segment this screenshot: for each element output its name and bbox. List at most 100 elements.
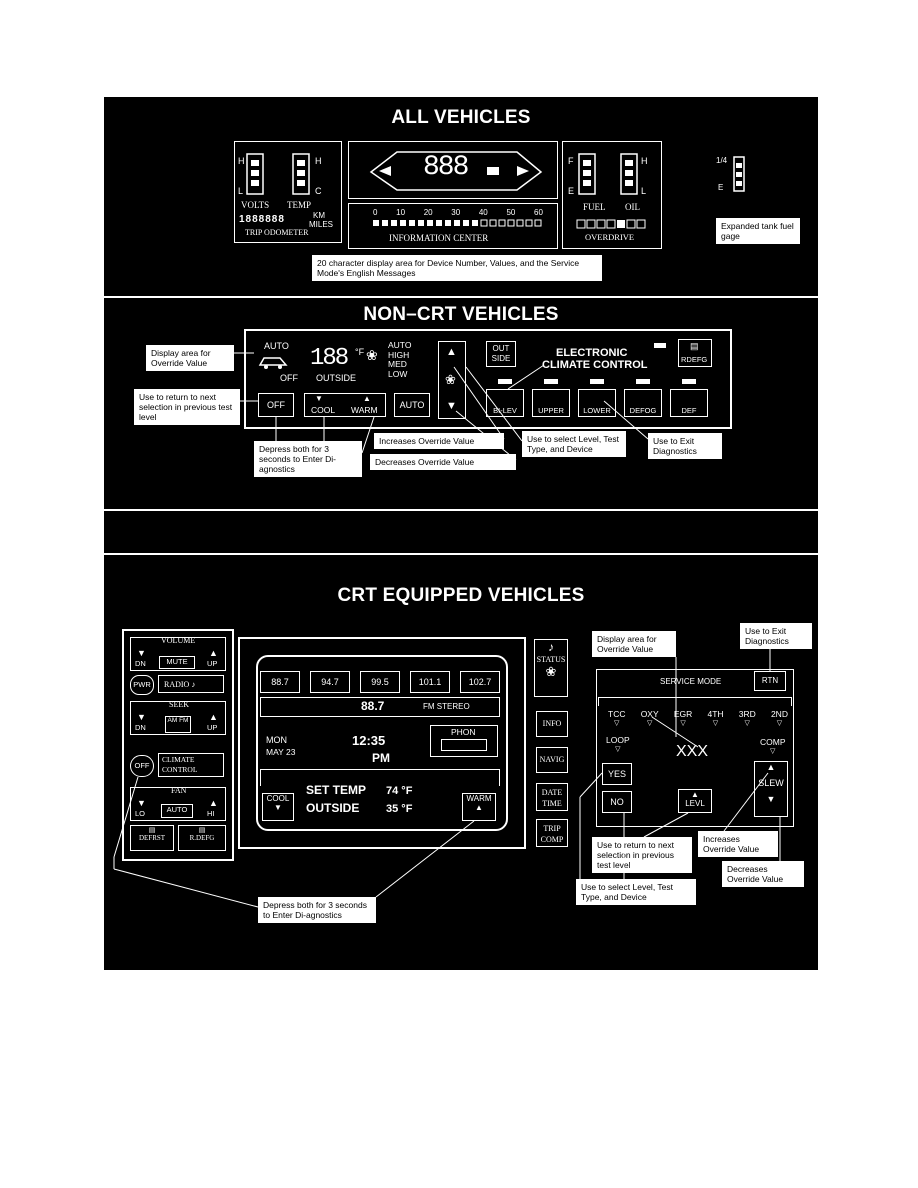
yes-button[interactable]: YES (602, 763, 632, 785)
time-label: 12:35 (352, 733, 386, 748)
date-time-button[interactable]: DATE TIME (536, 783, 568, 811)
miles-label: MILES (309, 220, 334, 229)
crt-callout-use-exit: Use to Exit Diagnostics (739, 622, 813, 650)
climate-control-button[interactable]: CLIMATE CONTROL (158, 753, 224, 777)
quarter-label: 1/4 (716, 156, 728, 165)
defrost-icon: ▤ (148, 826, 156, 834)
comp-label: COMP (760, 737, 786, 747)
seek-down-icon: ▼ (137, 712, 146, 722)
cool-down-icon: ▼ (315, 394, 323, 403)
rear-defog-button[interactable]: ▤ RDEFG (678, 339, 712, 367)
no-button[interactable]: NO (602, 791, 632, 813)
defrost-button[interactable]: ▤ DEFRST (130, 825, 174, 851)
fan-label: FAN (171, 786, 187, 795)
preset-3[interactable]: 99.5 (360, 671, 400, 693)
volume-down-icon: ▼ (137, 648, 146, 658)
service-item-tcc[interactable]: TCC▽ (608, 709, 625, 727)
bi-level-button[interactable]: BI-LEV (486, 389, 524, 417)
preset-5[interactable]: 102.7 (460, 671, 500, 693)
control-label: CONTROL (162, 765, 198, 774)
rear-defog-crt-button[interactable]: ▤ R.DEFG (178, 825, 226, 851)
fuel-oil-gauge: F E H L FUEL OIL OVERDRIVE (562, 141, 662, 249)
climate-auto-label: AUTO (264, 341, 289, 351)
levl-button[interactable]: ▲ LEVL (678, 789, 712, 813)
navig-button[interactable]: NAVIG (536, 747, 568, 773)
service-item-3rd[interactable]: 3RD▽ (739, 709, 756, 727)
oxy-marker-icon: ▽ (646, 720, 653, 727)
volume-up-icon: ▲ (209, 648, 218, 658)
fan-lo-label[interactable]: LO (135, 809, 146, 818)
car-icon (258, 357, 288, 369)
fm-stereo-label: FM STEREO (423, 702, 470, 711)
crt-cool-icon: ▼ (274, 803, 282, 812)
radio-button[interactable]: RADIO ♪ (158, 675, 224, 693)
crt-callout-depress-both: Depress both for 3 seconds to Enter Di-a… (257, 896, 377, 924)
am-fm-button[interactable]: AM FM (165, 716, 191, 733)
warm-label: WARM (351, 405, 378, 415)
phone-button[interactable]: PHON (430, 725, 498, 757)
service-item-4th[interactable]: 4TH▽ (707, 709, 723, 727)
auto-button[interactable]: AUTO (394, 393, 430, 417)
upper-button[interactable]: UPPER (532, 389, 570, 417)
crt-cool-label: COOL (266, 794, 290, 803)
loop-marker-icon: ▽ (615, 746, 621, 753)
defog-button[interactable]: DEFOG (624, 389, 662, 417)
volume-dn-label[interactable]: DN (135, 659, 146, 668)
lower-button[interactable]: LOWER (578, 389, 616, 417)
fan-updown-button[interactable]: ▲ ❀ ▼ (438, 341, 466, 419)
oil-h-label: H (641, 156, 648, 166)
rear-defog-icon: ▤ (690, 341, 699, 351)
crt-callout-display-area: Display area for Override Value (591, 630, 677, 658)
4th-label: 4TH (707, 709, 724, 719)
mute-button[interactable]: MUTE (159, 656, 195, 669)
fan-auto-button[interactable]: AUTO (161, 804, 193, 818)
callout-display-area: 20 character display area for Device Num… (311, 254, 603, 282)
trip-comp-button[interactable]: TRIP COMP (536, 819, 568, 847)
power-button[interactable]: PWR (130, 675, 154, 695)
slew-up-icon: ▲ (766, 762, 776, 772)
callout-depress-both: Depress both for 3 seconds to Enter Di-a… (253, 440, 363, 478)
rtn-button[interactable]: RTN (754, 671, 786, 691)
volume-up-label[interactable]: UP (207, 659, 218, 668)
service-item-egr[interactable]: EGR▽ (674, 709, 692, 727)
crt-warm-icon: ▲ (475, 803, 483, 812)
preset-1[interactable]: 88.7 (260, 671, 300, 693)
expanded-fuel-gage-graphic (733, 156, 745, 192)
service-item-oxy[interactable]: OXY▽ (641, 709, 659, 727)
status-button[interactable]: ♪ STATUS ❀ (534, 639, 568, 697)
climate-off-button[interactable]: OFF (130, 755, 154, 777)
callout-use-exit: Use to Exit Diagnostics (647, 432, 723, 460)
fan-hi-label[interactable]: HI (207, 809, 215, 818)
seek-group: SEEK ▼ DN AM FM ▲ UP (130, 700, 226, 735)
outside-button[interactable]: OUT SIDE (486, 341, 516, 367)
info-button[interactable]: INFO (536, 711, 568, 737)
rear-defog-crt-icon: ▤ (198, 826, 206, 834)
preset-2[interactable]: 94.7 (310, 671, 350, 693)
set-temp-value: 74 °F (386, 785, 413, 797)
warm-up-icon: ▲ (363, 394, 371, 403)
defrost-button[interactable]: DEF (670, 389, 708, 417)
cool-warm-button[interactable]: ▼ ▲ COOL WARM (304, 393, 386, 417)
scale-40: 40 (478, 208, 488, 217)
slew-button[interactable]: ▲ SLEW ▼ (754, 761, 788, 817)
fuel-oil-gauge-graphic (576, 153, 646, 229)
information-center: 0 10 20 30 40 50 60 INFORMATION CENTER (348, 203, 558, 249)
service-item-comp[interactable]: COMP▽ (760, 737, 786, 755)
speed-digits: 888 (423, 152, 469, 183)
off-button[interactable]: OFF (258, 393, 294, 417)
3rd-marker-icon: ▽ (744, 720, 750, 727)
crt-warm-button[interactable]: WARM ▲ (462, 793, 496, 821)
fan-down-icon: ▼ (446, 400, 457, 412)
crt-callout-use-return: Use to return to next selection in previ… (591, 836, 693, 874)
rear-defog-crt-label: R.DEFG (189, 834, 215, 842)
station-frequency: 88.7 (361, 699, 385, 713)
crt-cool-button[interactable]: COOL ▼ (262, 793, 294, 821)
seek-dn-label[interactable]: DN (135, 723, 146, 732)
service-item-2nd[interactable]: 2ND▽ (771, 709, 788, 727)
preset-4[interactable]: 101.1 (410, 671, 450, 693)
service-item-loop[interactable]: LOOP▽ (606, 735, 630, 753)
callout-use-return: Use to return to next selection in previ… (133, 388, 241, 426)
fan-speed-icon: ❀ (445, 372, 456, 387)
seek-up-label[interactable]: UP (207, 723, 218, 732)
seek-label: SEEK (169, 700, 189, 709)
